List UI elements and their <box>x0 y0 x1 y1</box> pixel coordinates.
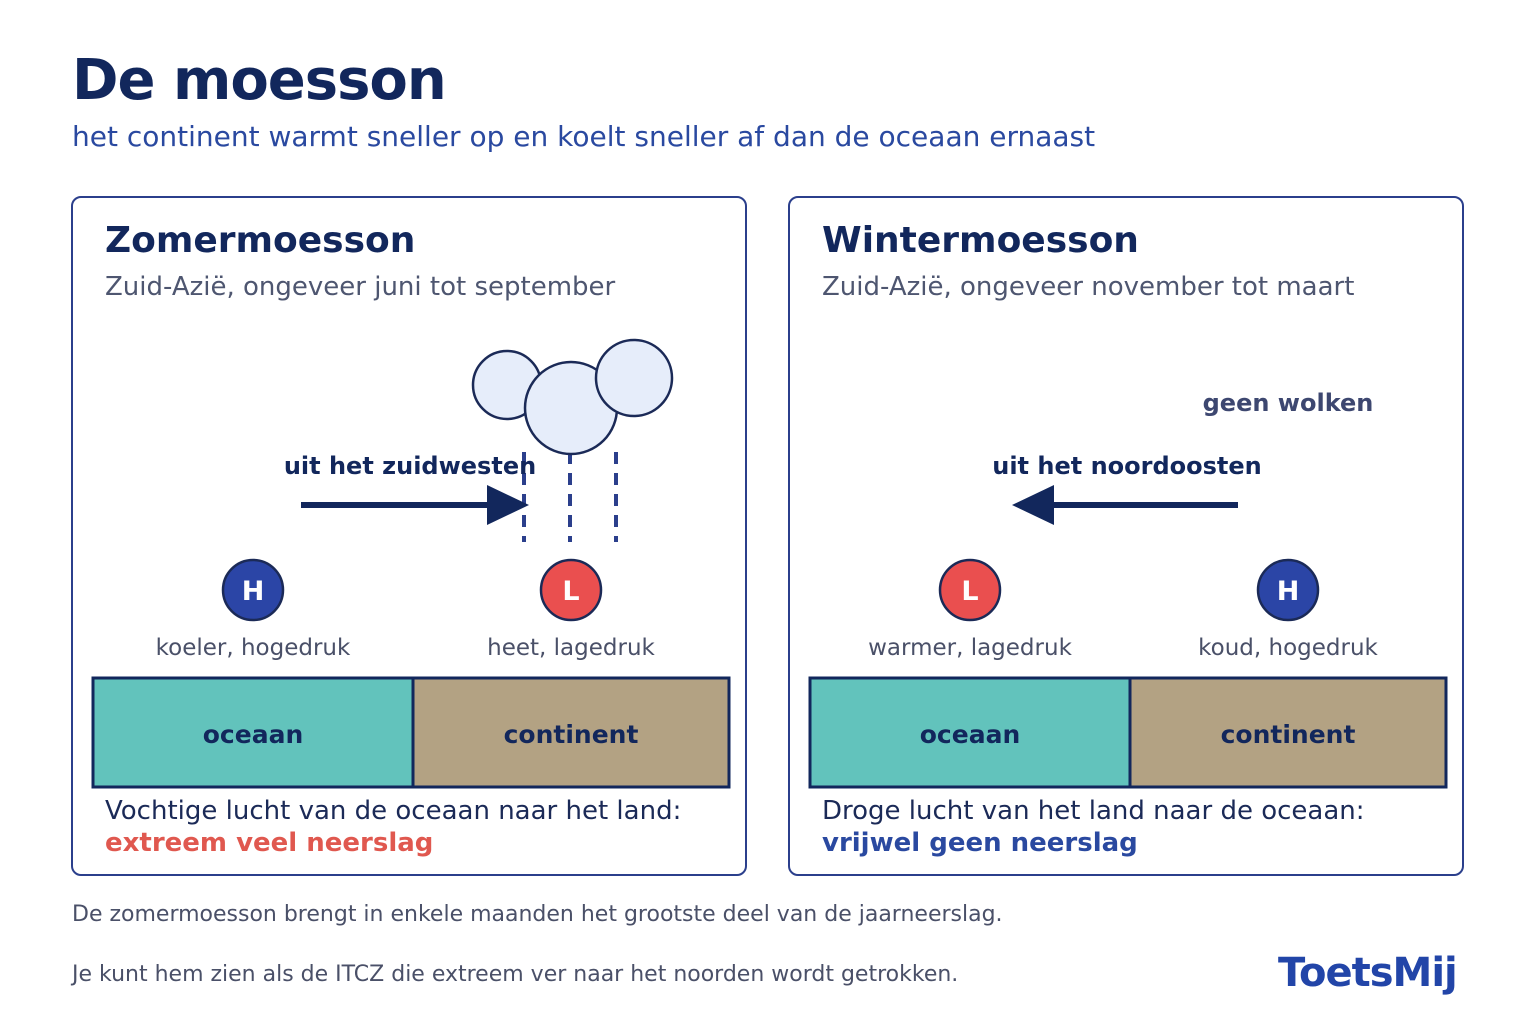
winter-cloud-label: geen wolken <box>1203 389 1374 417</box>
winter-right-letter: H <box>1277 576 1300 607</box>
winter-monsoon-panel: Wintermoesson Zuid-Azië, ongeveer novemb… <box>788 196 1464 876</box>
wind-arrow-icon <box>1012 485 1238 525</box>
footer-note-1: De zomermoesson brengt in enkele maanden… <box>72 902 1003 927</box>
low-pressure-icon: L <box>539 558 603 622</box>
high-pressure-icon: H <box>221 558 285 622</box>
summer-monsoon-panel: Zomermoesson Zuid-Azië, ongeveer juni to… <box>71 196 747 876</box>
continent-block <box>411 676 731 789</box>
wind-arrow-icon <box>301 485 529 525</box>
low-pressure-icon: L <box>938 558 1002 622</box>
footer-note-2: Je kunt hem zien als de ITCZ die extreem… <box>72 962 959 987</box>
winter-highlight: vrijwel geen neerslag <box>822 828 1138 858</box>
page-title: De moesson <box>72 48 447 113</box>
page-subtitle: het continent warmt sneller op en koelt … <box>72 120 1096 153</box>
summer-continent-label: continent <box>504 720 639 749</box>
winter-subtitle: Zuid-Azië, ongeveer november tot maart <box>822 272 1355 302</box>
summer-diagram: uit het zuidwesten H koeler, hogedruk L … <box>91 338 731 789</box>
summer-left-label: koeler, hogedruk <box>156 635 351 661</box>
winter-left-letter: L <box>961 576 978 607</box>
cloud-icon <box>471 338 674 456</box>
winter-continent-label: continent <box>1221 720 1356 749</box>
winter-wind-label: uit het noordoosten <box>992 452 1262 480</box>
winter-note: Droge lucht van het land naar de oceaan: <box>822 796 1365 826</box>
summer-right-letter: L <box>562 576 579 607</box>
ocean-block <box>808 676 1132 789</box>
brand-logo: ToetsMij <box>1278 950 1458 996</box>
winter-title: Wintermoesson <box>822 220 1139 261</box>
winter-diagram: geen wolken uit het noordoosten L warmer… <box>808 389 1448 789</box>
continent-block <box>1128 676 1448 789</box>
summer-wind-label: uit het zuidwesten <box>284 452 536 480</box>
winter-left-label: warmer, lagedruk <box>868 635 1072 661</box>
summer-title: Zomermoesson <box>105 220 416 261</box>
summer-ocean-label: oceaan <box>203 720 304 749</box>
winter-ocean-label: oceaan <box>920 720 1021 749</box>
summer-left-letter: H <box>242 576 265 607</box>
summer-subtitle: Zuid-Azië, ongeveer juni tot september <box>105 272 616 302</box>
high-pressure-icon: H <box>1256 558 1320 622</box>
winter-right-label: koud, hogedruk <box>1198 635 1378 661</box>
ocean-block <box>91 676 415 789</box>
summer-right-label: heet, lagedruk <box>487 635 655 661</box>
rain-icon <box>522 452 618 542</box>
summer-highlight: extreem veel neerslag <box>105 828 434 858</box>
summer-note: Vochtige lucht van de oceaan naar het la… <box>105 796 682 826</box>
